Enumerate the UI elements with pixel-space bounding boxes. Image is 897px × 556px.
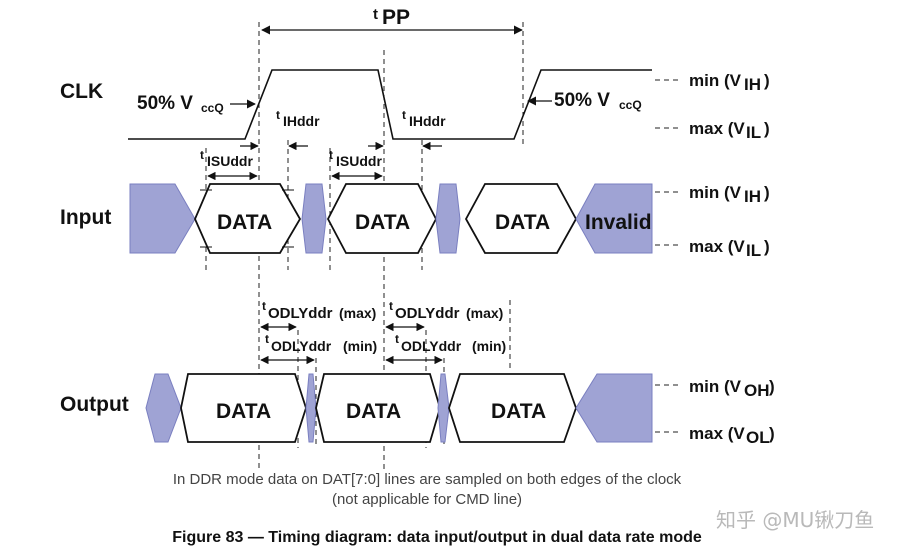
output-data-label: DATA bbox=[216, 400, 271, 423]
svg-text:t: t bbox=[262, 299, 266, 313]
output-invalid-region bbox=[437, 373, 450, 443]
input-invalid-region bbox=[435, 183, 461, 254]
svg-text:ISUddr: ISUddr bbox=[336, 153, 382, 169]
level-label-input-vih: min (V IH ) bbox=[689, 183, 770, 206]
level-label-output-voh: min (V OH ) bbox=[689, 377, 775, 400]
vccq-right-label: 50% V ccQ bbox=[554, 90, 642, 112]
input-invalid-region bbox=[575, 183, 653, 254]
level-label-clk-vil: max (V IL ) bbox=[689, 119, 770, 142]
tihddr-label-1: t IHddr bbox=[276, 108, 320, 129]
svg-text:): ) bbox=[769, 424, 775, 443]
input-data-box bbox=[326, 183, 438, 254]
output-data-label: DATA bbox=[346, 400, 401, 423]
tihddr-label-2: t IHddr bbox=[402, 108, 446, 129]
vccq-left-label: 50% V ccQ bbox=[137, 93, 224, 115]
tpp-sub: PP bbox=[382, 6, 410, 29]
clk-waveform bbox=[128, 69, 652, 140]
svg-text:IH: IH bbox=[744, 187, 761, 206]
input-data-label: DATA bbox=[217, 211, 272, 234]
svg-text:ODLYddr: ODLYddr bbox=[401, 338, 462, 354]
todly-max-label-2: t ODLYddr (max) bbox=[389, 299, 503, 322]
output-data-box bbox=[315, 373, 441, 443]
output-data-box bbox=[448, 373, 577, 443]
svg-text:(max): (max) bbox=[339, 305, 376, 321]
svg-text:ISUddr: ISUddr bbox=[207, 153, 253, 169]
watermark: 知乎 @MU锹刀鱼 bbox=[716, 508, 874, 532]
svg-text:): ) bbox=[764, 237, 770, 256]
svg-text:IHddr: IHddr bbox=[283, 113, 320, 129]
svg-text:t: t bbox=[389, 299, 393, 313]
svg-text:max (V: max (V bbox=[689, 237, 745, 256]
svg-text:): ) bbox=[764, 183, 770, 202]
output-data-box bbox=[180, 373, 307, 443]
svg-text:ODLYddr: ODLYddr bbox=[268, 305, 333, 322]
svg-text:50% V: 50% V bbox=[554, 90, 610, 111]
output-label: Output bbox=[60, 393, 129, 416]
svg-text:t: t bbox=[200, 148, 204, 162]
svg-text:min (V: min (V bbox=[689, 71, 742, 90]
svg-text:t: t bbox=[402, 108, 406, 122]
svg-text:): ) bbox=[764, 119, 770, 138]
input-invalid-label: Invalid bbox=[585, 211, 652, 234]
svg-text:): ) bbox=[769, 377, 775, 396]
level-dashes bbox=[655, 79, 682, 433]
tisuddr-label-1: t ISUddr bbox=[200, 148, 253, 169]
svg-text:min (V: min (V bbox=[689, 183, 742, 202]
tpp-t: t bbox=[373, 6, 378, 23]
tisuddr-label-2: t ISUddr bbox=[329, 148, 382, 169]
svg-text:ccQ: ccQ bbox=[201, 101, 224, 115]
svg-text:IL: IL bbox=[746, 241, 761, 260]
input-data-label: DATA bbox=[355, 211, 410, 234]
svg-text:IH: IH bbox=[744, 75, 761, 94]
svg-text:(max): (max) bbox=[466, 305, 503, 321]
svg-text:max (V: max (V bbox=[689, 119, 745, 138]
svg-text:50% V: 50% V bbox=[137, 93, 193, 114]
output-waveform bbox=[145, 373, 653, 443]
ddr-note-line1: In DDR mode data on DAT[7:0] lines are s… bbox=[173, 471, 682, 488]
figure-caption: Figure 83 — Timing diagram: data input/o… bbox=[172, 529, 702, 546]
svg-text:(min): (min) bbox=[343, 338, 377, 354]
input-ticks bbox=[200, 189, 294, 248]
input-data-box bbox=[464, 183, 578, 254]
svg-text:t: t bbox=[276, 108, 280, 122]
tpp-label: t PP bbox=[373, 6, 410, 29]
svg-text:t: t bbox=[265, 332, 269, 346]
output-invalid-region bbox=[575, 373, 653, 443]
output-invalid-region bbox=[305, 373, 317, 443]
svg-text:t: t bbox=[329, 148, 333, 162]
svg-text:ccQ: ccQ bbox=[619, 98, 642, 112]
svg-text:(min): (min) bbox=[472, 338, 506, 354]
svg-text:OH: OH bbox=[744, 381, 770, 400]
input-data-box bbox=[194, 183, 302, 254]
input-waveform bbox=[129, 183, 653, 254]
level-label-clk-vih: min (V IH ) bbox=[689, 71, 770, 94]
level-label-input-vil: max (V IL ) bbox=[689, 237, 770, 260]
output-data-label: DATA bbox=[491, 400, 546, 423]
input-invalid-region bbox=[129, 183, 196, 254]
svg-text:max (V: max (V bbox=[689, 424, 745, 443]
todly-min-label-2: t ODLYddr (min) bbox=[395, 332, 506, 354]
ddr-note-line2: (not applicable for CMD line) bbox=[332, 491, 522, 508]
svg-text:IHddr: IHddr bbox=[409, 113, 446, 129]
svg-text:OL: OL bbox=[746, 428, 770, 447]
clk-label: CLK bbox=[60, 80, 103, 103]
input-data-label: DATA bbox=[495, 211, 550, 234]
level-label-output-vol: max (V OL ) bbox=[689, 424, 775, 447]
svg-text:ODLYddr: ODLYddr bbox=[271, 338, 332, 354]
todly-min-label-1: t ODLYddr (min) bbox=[265, 332, 377, 354]
output-invalid-region bbox=[145, 373, 182, 443]
svg-text:IL: IL bbox=[746, 123, 761, 142]
svg-text:min (V: min (V bbox=[689, 377, 742, 396]
todly-max-label-1: t ODLYddr (max) bbox=[262, 299, 376, 322]
svg-text:t: t bbox=[395, 332, 399, 346]
svg-text:ODLYddr: ODLYddr bbox=[395, 305, 460, 322]
input-label: Input bbox=[60, 206, 111, 229]
svg-text:): ) bbox=[764, 71, 770, 90]
input-invalid-region bbox=[301, 183, 327, 254]
